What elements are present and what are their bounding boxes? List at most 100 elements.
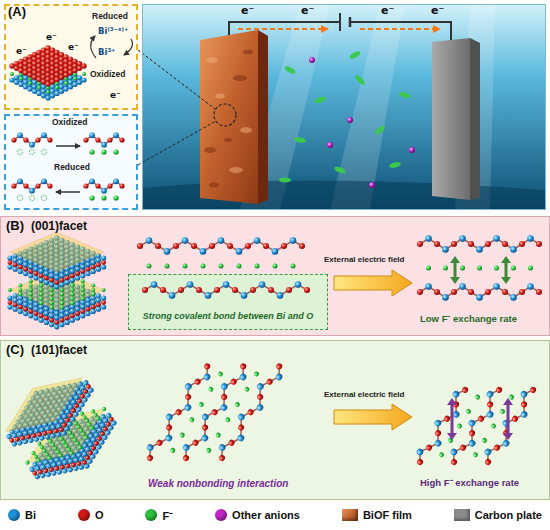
o-atom xyxy=(529,386,537,394)
bi-atom xyxy=(36,86,41,91)
f-ion xyxy=(70,288,74,292)
bi-atom xyxy=(493,283,500,290)
f-ion xyxy=(39,301,43,305)
f-ion xyxy=(37,86,41,90)
bi-atom xyxy=(13,262,18,267)
bi-atom xyxy=(59,282,64,287)
film-texture xyxy=(243,50,253,55)
state-label: Reduced xyxy=(92,12,128,22)
bi-atom xyxy=(28,466,35,473)
o-atom xyxy=(485,289,491,295)
bi-atom xyxy=(165,412,174,421)
arrowhead xyxy=(501,277,511,284)
f-ion xyxy=(81,279,85,283)
f-ion xyxy=(234,401,241,408)
bi-atom xyxy=(13,258,18,263)
bi-atom xyxy=(72,77,77,82)
o-atom xyxy=(8,300,13,305)
tilted-crystal xyxy=(0,360,129,496)
o-atom xyxy=(95,137,100,142)
f-ion xyxy=(50,301,54,305)
o-atom xyxy=(54,285,59,290)
bi-atom xyxy=(101,142,107,148)
f-ion xyxy=(147,264,152,269)
o-atom xyxy=(35,137,40,142)
bi-atom xyxy=(54,91,59,96)
f-ion xyxy=(313,96,326,105)
bi-o-layer xyxy=(141,359,216,465)
bi-atom xyxy=(54,275,59,280)
o-atom xyxy=(8,260,13,265)
anion xyxy=(347,117,353,123)
bi-atom xyxy=(62,459,69,466)
bi-atom xyxy=(59,84,64,89)
bi-atom xyxy=(39,309,44,314)
bi-atom xyxy=(54,280,59,285)
o-atom xyxy=(451,289,457,295)
o-atom xyxy=(210,408,218,416)
f-ion xyxy=(29,297,33,301)
facet-plane xyxy=(0,362,94,448)
bi-atom xyxy=(54,315,59,320)
o-atom xyxy=(23,307,28,312)
o-atom xyxy=(96,298,101,303)
bi-atom xyxy=(7,264,12,269)
bi-atom xyxy=(45,462,52,469)
bi-atom xyxy=(236,248,243,255)
bi-atom xyxy=(182,237,189,244)
bi-atom xyxy=(50,89,55,94)
f-ion xyxy=(205,447,212,454)
o-atom xyxy=(39,305,44,310)
bi-atom xyxy=(39,313,44,318)
o-atom xyxy=(250,287,256,293)
arrowhead xyxy=(450,277,460,284)
film-texture xyxy=(204,147,216,153)
o-atom xyxy=(443,415,451,423)
facet-001-art xyxy=(7,232,542,329)
o-atom xyxy=(75,307,80,312)
o-atom xyxy=(23,262,28,267)
f-ion xyxy=(28,81,32,85)
bi-atom xyxy=(80,269,85,274)
bi-atom xyxy=(201,412,210,421)
inset-box: OxidizedReduced xyxy=(4,114,138,210)
o-atom xyxy=(304,287,310,293)
f-ion xyxy=(284,65,297,76)
bi-atom xyxy=(28,309,33,314)
f-ion xyxy=(198,401,205,408)
bi-atom xyxy=(85,262,90,267)
f-ion xyxy=(39,284,43,288)
bi-atom xyxy=(23,262,28,267)
bi-atom xyxy=(254,237,261,244)
bi-atom xyxy=(75,307,80,312)
light-ray xyxy=(330,5,405,209)
f-ion xyxy=(208,386,215,393)
bi-atom xyxy=(54,284,59,289)
electron-label: e⁻ xyxy=(46,32,57,42)
o-atom xyxy=(137,243,143,249)
bi-atom xyxy=(68,80,73,85)
f-ion xyxy=(81,292,85,296)
bi-atom xyxy=(33,311,38,316)
o-atom xyxy=(18,296,23,301)
bi-atom xyxy=(290,237,297,244)
f-ion xyxy=(511,266,516,271)
f-ion xyxy=(50,288,54,292)
bi-atom xyxy=(63,82,68,87)
f-ion xyxy=(18,292,22,296)
bi-o-layer xyxy=(137,237,305,254)
f-ion xyxy=(39,297,43,301)
zoom-circle xyxy=(214,104,236,126)
f-ion xyxy=(481,437,488,444)
bi-atom xyxy=(33,315,38,320)
bi-atom xyxy=(277,292,284,299)
o-atom xyxy=(49,273,54,278)
bi-atom xyxy=(151,281,158,288)
bi-atom xyxy=(54,86,59,91)
f-ion xyxy=(354,74,366,86)
o-atom xyxy=(13,258,18,263)
o-atom xyxy=(65,316,70,321)
f-ion xyxy=(225,417,232,424)
bi-atom xyxy=(44,275,49,280)
